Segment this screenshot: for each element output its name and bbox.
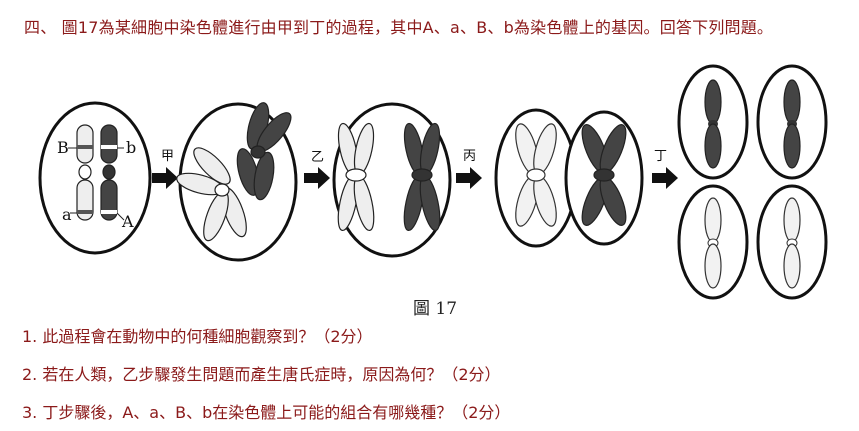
question-2: 2. 若在人類，乙步驟發生問題而產生唐氏症時，原因為何？（2分） (22, 365, 501, 384)
figure-17-diagram: B b a A 甲 乙 (38, 64, 828, 300)
step-arrow-jia: 甲 (152, 149, 178, 189)
gene-label-b: b (126, 138, 136, 157)
cell-4-light (494, 108, 578, 248)
step-arrow-ding: 丁 (652, 149, 678, 189)
step-arrow-yi: 乙 (304, 150, 330, 189)
gene-label-A: A (121, 212, 134, 231)
gene-label-a: a (62, 205, 72, 224)
question-set-title: 四、 圖17為某細胞中染色體進行由甲到丁的過程，其中A、a、B、b為染色體上的基… (24, 18, 774, 37)
gene-band-B (77, 145, 93, 149)
cell-4-dark (564, 110, 644, 246)
gene-band-A (101, 210, 117, 214)
step-label-ding: 丁 (654, 149, 667, 164)
gene-band-a (77, 210, 93, 214)
step-label-yi: 乙 (311, 150, 324, 165)
cell-1-initial: B b a A (38, 101, 152, 255)
cell-2-replicated (176, 102, 298, 262)
gamete-cell-light-1 (677, 184, 749, 300)
cell-3-aligned (332, 102, 452, 258)
step-label-jia: 甲 (161, 149, 174, 164)
light-chromosome-centromere (78, 164, 92, 180)
figure-caption: 圖 17 (413, 299, 458, 319)
gene-band-b (101, 145, 117, 149)
step-arrow-bing: 丙 (456, 149, 482, 189)
light-chromosome-upper-arm (76, 124, 94, 164)
gene-label-B: B (57, 138, 69, 157)
gamete-cell-light-2 (756, 184, 828, 300)
question-3: 3. 丁步驟後，A、a、B、b在染色體上可能的組合有哪幾種？（2分） (22, 403, 511, 422)
question-1: 1. 此過程會在動物中的何種細胞觀察到？（2分） (22, 327, 373, 346)
gamete-cell-dark-2 (756, 64, 828, 180)
dark-chromosome-centromere (102, 164, 116, 180)
dark-chromosome-upper-arm (100, 124, 118, 164)
step-label-bing: 丙 (463, 149, 476, 164)
gamete-cell-dark-1 (677, 64, 749, 180)
